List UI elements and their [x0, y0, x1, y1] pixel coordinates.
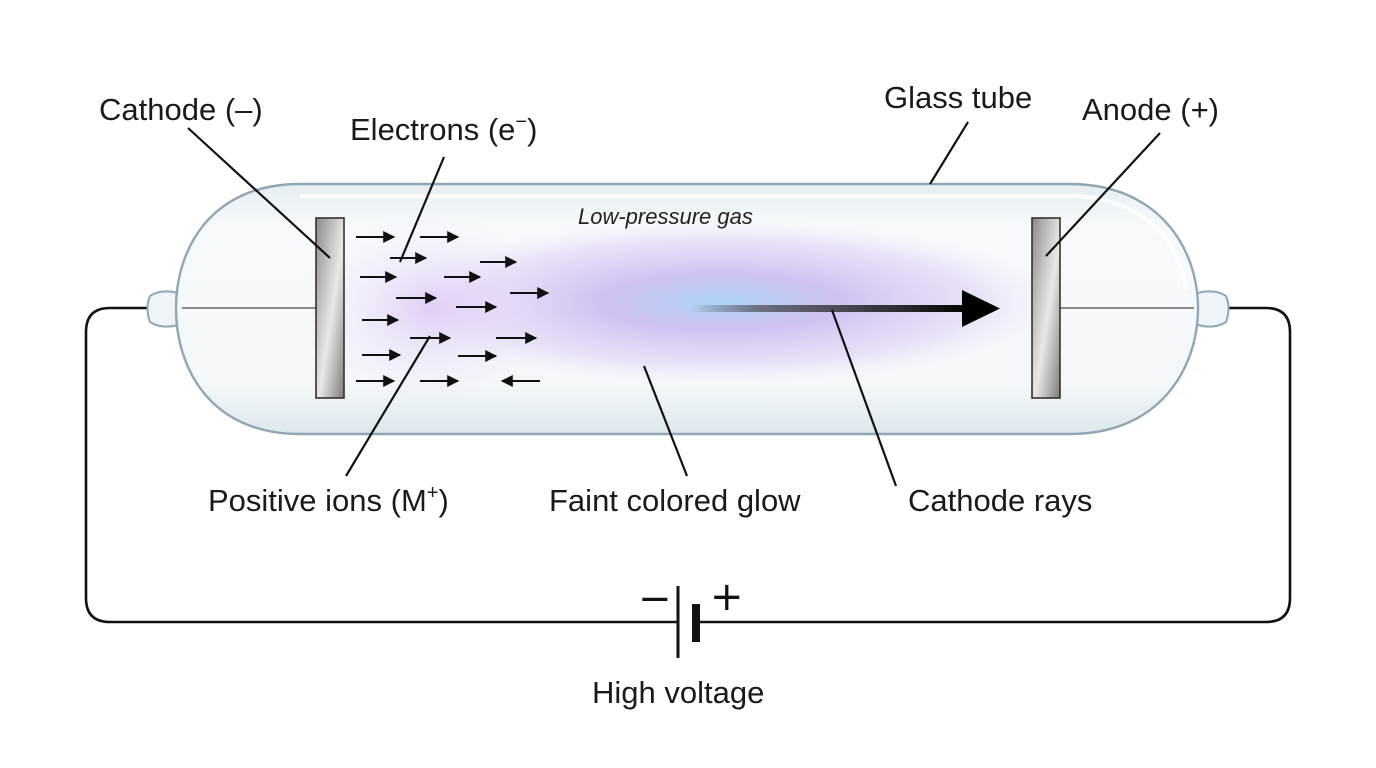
positive-ions-label: Positive ions (M+)	[208, 482, 449, 518]
cathode-rays-leader	[830, 309, 898, 487]
electrons-superscript: −	[515, 111, 527, 133]
cathode-ray-arrow	[690, 290, 1000, 327]
high-voltage-label: High voltage	[592, 675, 764, 710]
faint-glow-label: Faint colored glow	[549, 483, 801, 518]
positive-ions-superscript: +	[427, 482, 439, 504]
positive-ions-leader	[345, 335, 431, 477]
battery-plus-sign: +	[710, 574, 744, 620]
low-pressure-gas-label: Low-pressure gas	[578, 204, 753, 229]
electrons-label: Electrons (e−)	[350, 111, 537, 147]
cathode-rays-label: Cathode rays	[908, 483, 1092, 518]
anode-label: Anode (+)	[1082, 92, 1219, 127]
glass-tube-leader	[929, 121, 969, 185]
battery-symbol	[676, 586, 700, 658]
particle-arrows	[356, 231, 550, 387]
cathode-label: Cathode (–)	[99, 92, 263, 127]
cathode-leader	[187, 127, 331, 259]
circuit-wire	[84, 306, 1292, 624]
anode-electrode	[1031, 217, 1061, 399]
glass-tube-label: Glass tube	[884, 80, 1032, 115]
cathode-electrode	[315, 217, 345, 399]
glow-leader	[642, 365, 689, 477]
electrons-leader	[398, 156, 446, 263]
anode-leader	[1045, 132, 1161, 257]
battery-minus-sign: −	[638, 576, 672, 622]
